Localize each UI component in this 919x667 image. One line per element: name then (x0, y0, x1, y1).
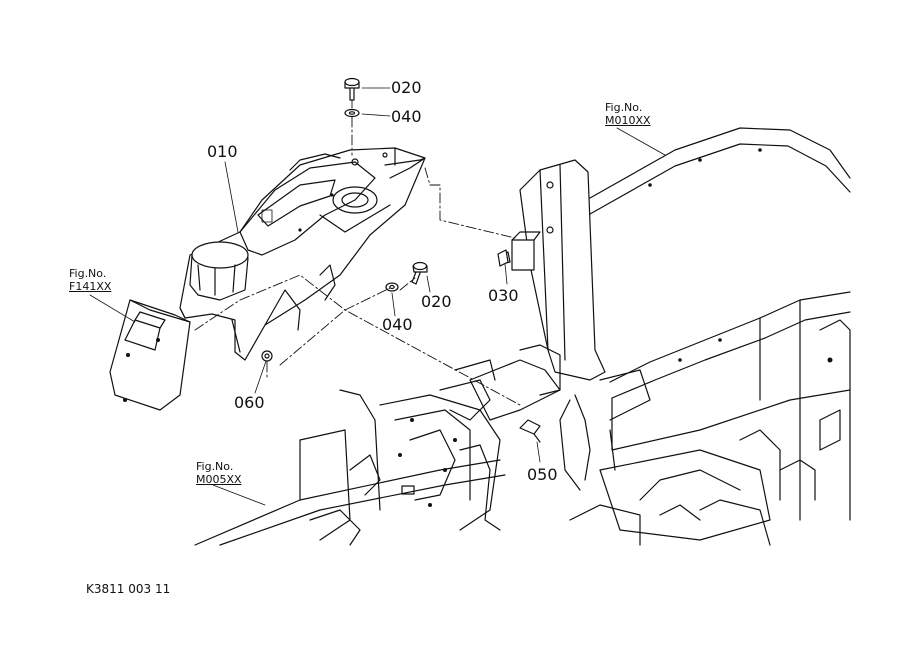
part-label-050: 050 (527, 465, 558, 484)
figure-ref-m010: Fig.No. M010XX (605, 101, 651, 127)
part-clip-030 (497, 249, 509, 267)
drawing-code: K3811 003 11 (86, 582, 171, 596)
part-console-cover (179, 147, 426, 361)
part-washer-040-top (344, 108, 360, 118)
part-bolt-050 (519, 419, 541, 443)
part-f141 (109, 299, 191, 411)
assembly-centerlines (194, 99, 521, 406)
part-washer-040-mid (385, 282, 399, 292)
part-label-030: 030 (488, 286, 519, 305)
part-bolt-020-mid (411, 261, 428, 285)
part-label-020-mid: 020 (421, 292, 452, 311)
leader-lines (89, 87, 666, 506)
figure-ref-m010-label: Fig.No. (605, 101, 643, 114)
figure-ref-f141-code: F141XX (69, 280, 112, 293)
figure-ref-f141: Fig.No. F141XX (69, 267, 111, 293)
frame-m005 (194, 389, 506, 546)
figure-ref-f141-label: Fig.No. (69, 267, 107, 280)
part-label-010: 010 (207, 142, 238, 161)
frame-pillar (439, 159, 651, 491)
part-label-040-top: 040 (391, 107, 422, 126)
part-label-060: 060 (234, 393, 265, 412)
figure-ref-m005-label: Fig.No. (196, 460, 234, 473)
frame-m010 (569, 127, 851, 546)
figure-ref-m010-code: M010XX (605, 114, 651, 127)
figure-ref-m005-code: M005XX (196, 473, 242, 486)
figure-ref-m005: Fig.No. M005XX (196, 460, 242, 486)
part-label-040-mid: 040 (382, 315, 413, 334)
part-label-020-top: 020 (391, 78, 422, 97)
part-nut-060 (261, 350, 273, 362)
part-bolt-020-top (344, 77, 360, 101)
